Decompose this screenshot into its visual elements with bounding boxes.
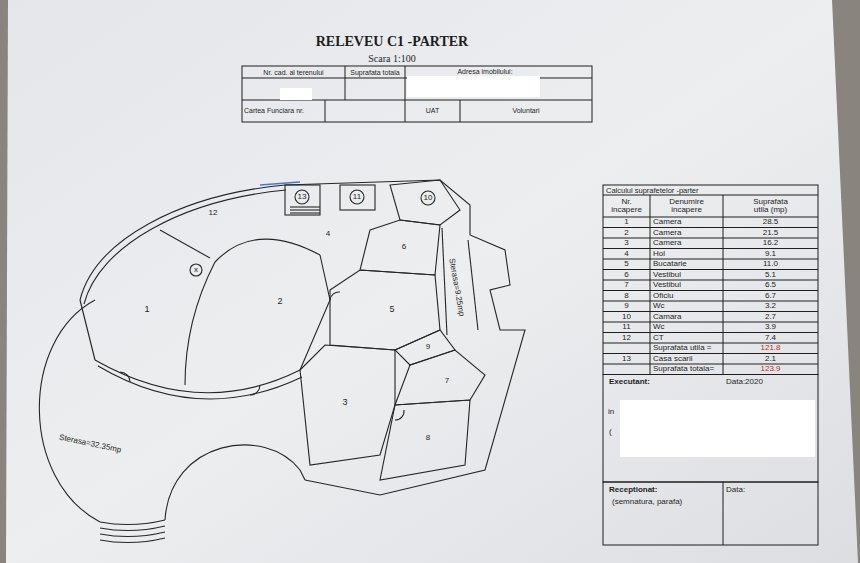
terrace-label: Sterasa=32.35mp (52, 432, 128, 456)
row-line (603, 332, 818, 333)
redaction (280, 88, 312, 100)
row-line (603, 311, 818, 312)
table-cell: 6 (603, 271, 650, 280)
room-number: x (181, 266, 211, 275)
row-line (603, 280, 818, 281)
header-cell: Voluntari (460, 107, 592, 115)
room-number: 3 (330, 398, 360, 408)
table-cell: 123.9 (723, 365, 818, 374)
room-number: 5 (377, 305, 407, 315)
table-cell: 21.5 (723, 229, 818, 238)
table-cell: 9.1 (723, 250, 818, 259)
row-line (603, 238, 818, 239)
table-cell: Suprafata utila = (653, 344, 722, 353)
header-cell: Suprafata totala (345, 69, 405, 77)
terrace-label: Sterasa=9.25mp (446, 252, 467, 322)
room-number: 10 (413, 194, 443, 203)
table-cell: in (608, 408, 618, 417)
table-cell: Receptionat: (609, 486, 709, 495)
table-cell: 8 (603, 292, 650, 301)
room-number: 1 (132, 305, 162, 315)
scale-note: Scara 1:100 (342, 53, 442, 64)
header-cell: Nr. cad. al terenului (242, 69, 345, 77)
room-number: 13 (287, 193, 317, 202)
table-cell: 1 (603, 218, 650, 227)
row-line (603, 259, 818, 260)
table-cell: Data: (726, 486, 814, 495)
table-cell: (semnatura, parafa) (612, 498, 717, 507)
table-cell: 4 (603, 250, 650, 259)
table-cell: Wc (653, 302, 722, 311)
room-number: 2 (265, 297, 295, 307)
area-table-grid (603, 185, 818, 545)
table-cell: 3.2 (723, 302, 818, 311)
table-cell: Suprafata totala= (653, 365, 722, 374)
table-cell: 11 (603, 323, 650, 332)
room-number: 11 (342, 193, 372, 202)
table-cell: Bucatarie (653, 260, 722, 269)
table-cell: 6.7 (723, 292, 818, 301)
table-cell: Denumire incapere (661, 198, 712, 216)
table-cell: Wc (653, 323, 722, 332)
table-cell: 11.0 (723, 260, 818, 269)
room-number: 4 (313, 230, 343, 239)
room-number: 8 (413, 434, 443, 443)
table-cell: Camara (653, 313, 722, 322)
row-line (603, 248, 818, 249)
redaction (407, 76, 540, 97)
table-cell: 2 (603, 229, 650, 238)
table-cell: 3 (603, 239, 650, 248)
table-cell: 3.9 (723, 323, 818, 332)
table-cell: ( (609, 428, 619, 437)
table-cell: Oficiu (653, 292, 722, 301)
floor-plan (39, 180, 525, 543)
paper-sheet (6, 0, 858, 563)
table-cell: Vestibul (653, 271, 722, 280)
table-cell: Camera (653, 218, 722, 227)
table-cell: 7 (603, 281, 650, 290)
table-cell: 6.5 (723, 281, 818, 290)
row-line (603, 290, 818, 291)
table-cell: 5.1 (723, 271, 818, 280)
table-cell: Data:2020 (726, 378, 814, 387)
row-line (603, 301, 818, 302)
row-line (603, 227, 818, 228)
table-cell: 121.8 (723, 344, 818, 353)
table-cell: 9 (603, 302, 650, 311)
table-cell: Camera (653, 239, 722, 248)
room-number: 7 (432, 377, 462, 386)
room-number: 9 (413, 343, 443, 352)
table-cell: 10 (603, 313, 650, 322)
table-cell: 2.1 (723, 355, 818, 364)
table-cell: Hol (653, 250, 722, 259)
room-number: 12 (198, 209, 228, 218)
room-number: 6 (389, 243, 419, 252)
table-cell: Vestibul (653, 281, 722, 290)
table-cell: 12 (603, 334, 650, 343)
table-cell: CT (653, 334, 722, 343)
table-cell: Camera (653, 229, 722, 238)
table-cell: 7.4 (723, 334, 818, 343)
header-table-grid (242, 66, 592, 122)
row-line (603, 353, 818, 354)
table-cell: Executant: (609, 378, 709, 387)
plan-title: RELEVEU C1 -PARTER (292, 34, 492, 49)
header-cell: Adresa imobilului: (430, 68, 540, 76)
table-cell: 2.7 (723, 313, 818, 322)
table-cell: Casa scarii (653, 355, 722, 364)
table-cell: Calculul suprafetelor -parter (606, 187, 806, 195)
table-cell: 13 (603, 355, 650, 364)
redaction (620, 400, 815, 457)
table-cell: 16.2 (723, 239, 818, 248)
header-cell: UAT (405, 107, 460, 115)
row-line (603, 322, 818, 323)
header-cell: Cartea Funciara nr. (244, 107, 324, 115)
table-cell: Suprafata utila (mp) (745, 198, 796, 216)
table-cell: 5 (603, 260, 650, 269)
table-cell: Nr. incapere (607, 198, 646, 216)
table-cell: 28.5 (723, 218, 818, 227)
row-line (603, 269, 818, 270)
